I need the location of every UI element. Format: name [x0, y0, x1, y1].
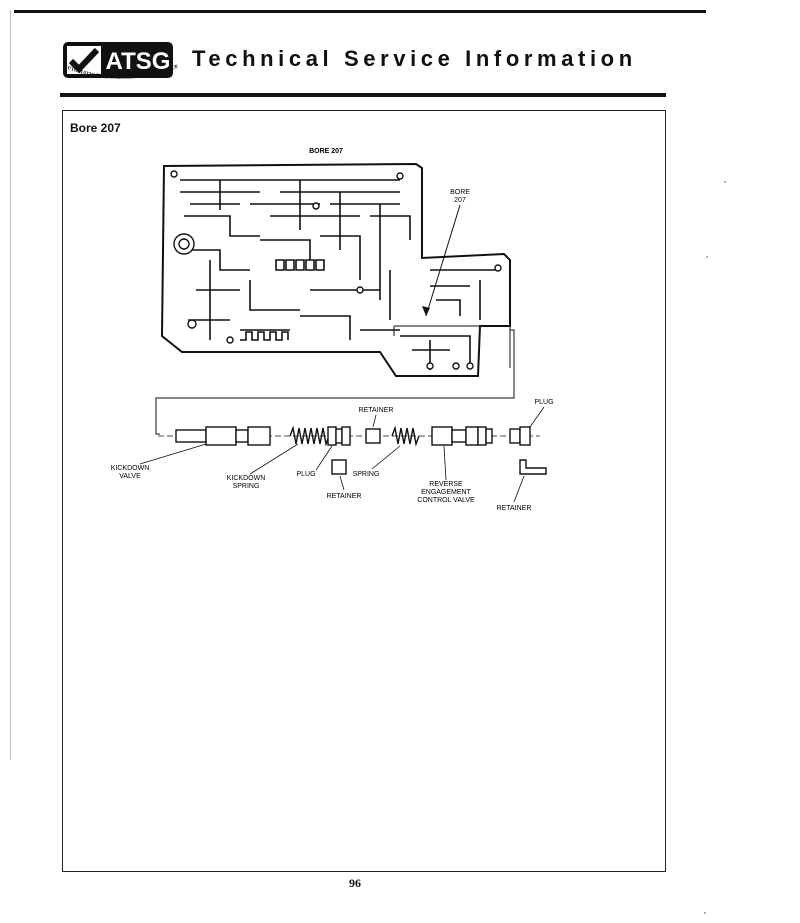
scan-speck	[706, 256, 708, 258]
label-plug: PLUG	[296, 471, 315, 478]
callout-bore-leader	[425, 204, 461, 317]
spring-part	[391, 425, 420, 447]
retainer-top-part	[365, 428, 381, 444]
arrowhead-icon	[422, 306, 430, 316]
top-rule	[14, 10, 706, 13]
retainer-right-part	[519, 459, 547, 475]
logo-tagline: AUTOMATIC TRANSMISSION SERVICE GROUP	[63, 63, 180, 81]
bore-outline	[393, 325, 511, 368]
label-retainer-bottom: RETAINER	[327, 493, 362, 500]
scan-edge	[10, 10, 11, 760]
label-plug-top: PLUG	[534, 399, 553, 406]
plug-part	[327, 426, 351, 446]
label-reverse-3: CONTROL VALVE	[417, 497, 475, 504]
callout-bore-line-2: 207	[454, 197, 466, 204]
bore-exploded-leader	[155, 329, 515, 435]
callout-bore-line-1: BORE	[450, 189, 470, 196]
page-number: 96	[349, 876, 361, 890]
atsg-logo: ATSG	[63, 42, 173, 78]
content-frame	[62, 110, 666, 872]
section-heading: Bore 207	[70, 121, 121, 135]
scan-speck	[704, 912, 706, 914]
label-reverse-1: REVERSE	[429, 481, 463, 488]
kickdown-valve	[175, 426, 271, 446]
checkmark-icon	[68, 47, 100, 74]
label-retainer-top: RETAINER	[359, 407, 394, 414]
label-reverse-2: ENGAGEMENT	[421, 489, 472, 496]
page-title: Technical Service Information	[192, 46, 637, 71]
plug-right-part	[509, 426, 531, 446]
svg-text:AUTOMATIC TRANSMISSION SERVICE: AUTOMATIC TRANSMISSION SERVICE GROUP	[63, 63, 180, 81]
separator-plate	[160, 162, 511, 377]
plate-title: BORE 207	[309, 148, 343, 155]
logo-tagline-text: AUTOMATIC TRANSMISSION SERVICE GROUP	[63, 63, 180, 81]
label-kickdown-valve-2: VALVE	[119, 473, 141, 480]
label-kickdown-spring-1: KICKDOWN	[227, 475, 266, 482]
kickdown-spring	[289, 425, 330, 447]
retainer-bottom-part	[331, 459, 347, 475]
label-retainer-right: RETAINER	[497, 505, 532, 512]
header-rule	[60, 93, 666, 97]
scan-speck	[724, 181, 726, 183]
logo-text: ATSG	[106, 48, 171, 75]
valve-body-diagram: BORE 207	[111, 148, 554, 512]
label-spring: SPRING	[353, 471, 380, 478]
reverse-engagement-valve	[431, 426, 493, 446]
label-kickdown-spring-2: SPRING	[233, 483, 260, 490]
label-kickdown-valve-1: KICKDOWN	[111, 465, 150, 472]
